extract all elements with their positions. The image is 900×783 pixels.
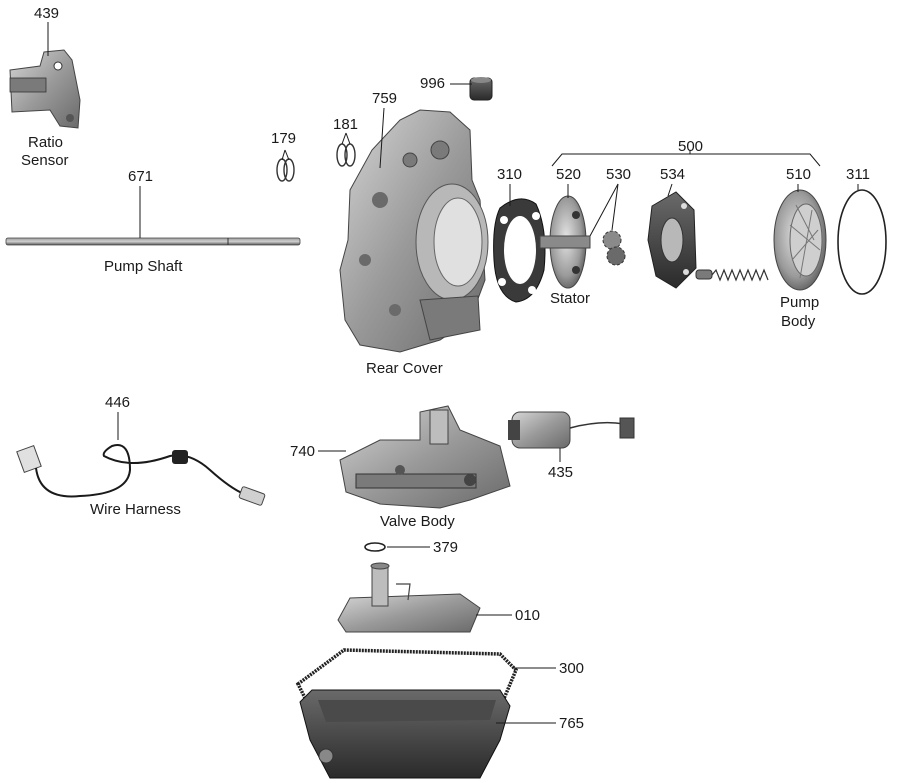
callout-765: 765 (559, 715, 585, 732)
label-pump-shaft: Pump Shaft (104, 258, 183, 275)
wire-harness-part (16, 444, 266, 506)
callout-530: 530 (606, 166, 632, 183)
callout-510: 510 (786, 166, 812, 183)
o-ring-379-part (364, 542, 386, 552)
label-ratio-line2: Sensor (21, 152, 69, 169)
label-ratio-line1: Ratio (28, 134, 64, 151)
valve-body-part (339, 405, 511, 509)
callout-379: 379 (433, 539, 459, 556)
callout-520: 520 (556, 166, 582, 183)
spring-part (695, 268, 769, 282)
label-stator: Stator (550, 290, 591, 307)
gear-pair-530-part (602, 230, 626, 266)
callout-740: 740 (290, 443, 316, 460)
pump-shaft-part (5, 237, 301, 246)
callout-500: 500 (678, 138, 704, 155)
o-ring-311-part (837, 189, 887, 295)
leader-759 (379, 107, 385, 169)
callout-534: 534 (660, 166, 686, 183)
rear-cover-part (339, 109, 489, 353)
callout-996: 996 (420, 75, 446, 92)
leader-530b (611, 183, 619, 231)
oil-pan-765-part (299, 689, 511, 779)
callout-310: 310 (497, 166, 523, 183)
ring-pair-179 (276, 149, 295, 182)
leader-534 (667, 183, 673, 197)
callout-311: 311 (846, 166, 870, 183)
ratio-sensor-part (9, 49, 81, 129)
solenoid-435-part (508, 411, 635, 449)
plug-996-part (469, 77, 493, 101)
stator-part (539, 195, 591, 289)
filter-010-part (337, 562, 481, 633)
pump-body-part (773, 189, 827, 291)
callout-759: 759 (372, 90, 398, 107)
label-pump-body-line1: Pump (780, 294, 820, 311)
callout-179: 179 (271, 130, 297, 147)
callout-435: 435 (548, 464, 574, 481)
label-wire-harness: Wire Harness (90, 501, 181, 518)
callout-446: 446 (105, 394, 131, 411)
ring-pair-181 (336, 132, 356, 167)
label-pump-body-line2: Body (781, 313, 816, 330)
callout-439: 439 (34, 5, 60, 22)
callout-671: 671 (128, 168, 154, 185)
callout-300: 300 (559, 660, 585, 677)
label-rear-cover: Rear Cover (366, 360, 443, 377)
leader-530a (589, 183, 619, 237)
gasket-310-part (493, 198, 546, 303)
callout-010: 010 (515, 607, 541, 624)
bracket-500 (551, 153, 821, 167)
callout-181: 181 (333, 116, 359, 133)
pump-slide-534-part (647, 191, 697, 289)
label-valve-body: Valve Body (380, 513, 455, 530)
